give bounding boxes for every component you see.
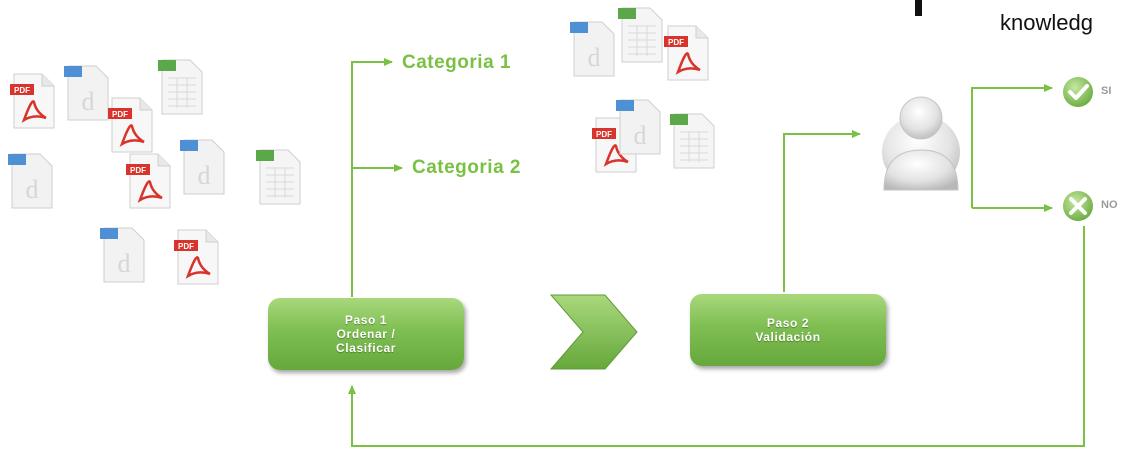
word-file-icon: d [570,20,616,78]
check-icon [1063,77,1093,107]
svg-text:d: d [118,249,131,278]
pdf-file-icon: PDF [174,228,220,286]
svg-text:d: d [588,43,601,72]
result-yes-label: SI [1101,85,1112,97]
brand-bar [915,0,922,16]
word-file-icon: d [64,64,110,122]
svg-text:PDF: PDF [668,38,684,47]
category-1-label: Categoria 1 [402,52,511,73]
step-1-line2: Ordenar / [336,327,396,341]
svg-text:PDF: PDF [178,242,194,251]
pdf-file-icon: PDF [664,24,710,82]
svg-text:PDF: PDF [112,110,128,119]
svg-text:PDF: PDF [596,130,612,139]
step-1-line3: Clasificar [335,341,397,355]
step-1-box: Paso 1 Ordenar / Clasificar [268,298,464,370]
excel-file-icon [158,58,204,116]
x-icon [1063,191,1093,221]
svg-text:d: d [26,175,39,204]
excel-file-icon [618,6,664,64]
connector-step1-categories [351,58,393,297]
svg-text:PDF: PDF [130,166,146,175]
word-file-icon: d [8,152,54,210]
step-1-title: Paso 1 [344,313,388,327]
svg-text:d: d [82,87,95,116]
category-2-label: Categoria 2 [412,157,521,178]
chevron-arrow-icon [549,294,638,370]
brand-logo-text: knowledg [1000,10,1093,35]
excel-file-icon [670,112,716,170]
connector-user-results [971,84,1053,208]
excel-file-icon [256,148,302,206]
svg-text:d: d [634,121,647,150]
word-file-icon: d [616,98,662,156]
user-avatar-icon [882,96,960,191]
step-2-line2: Validación [755,330,821,344]
svg-text:d: d [198,161,211,190]
connector-feedback-loop [348,226,1085,447]
pdf-file-icon: PDF [10,72,56,130]
word-file-icon: d [100,226,146,284]
pdf-file-icon: PDF [108,96,154,154]
pdf-file-icon: PDF [126,152,172,210]
svg-text:PDF: PDF [14,86,30,95]
step-2-box: Paso 2 Validación [690,294,886,366]
result-no-label: NO [1101,199,1118,211]
connector-step2-user [783,130,861,292]
word-file-icon: d [180,138,226,196]
step-2-title: Paso 2 [766,316,810,330]
